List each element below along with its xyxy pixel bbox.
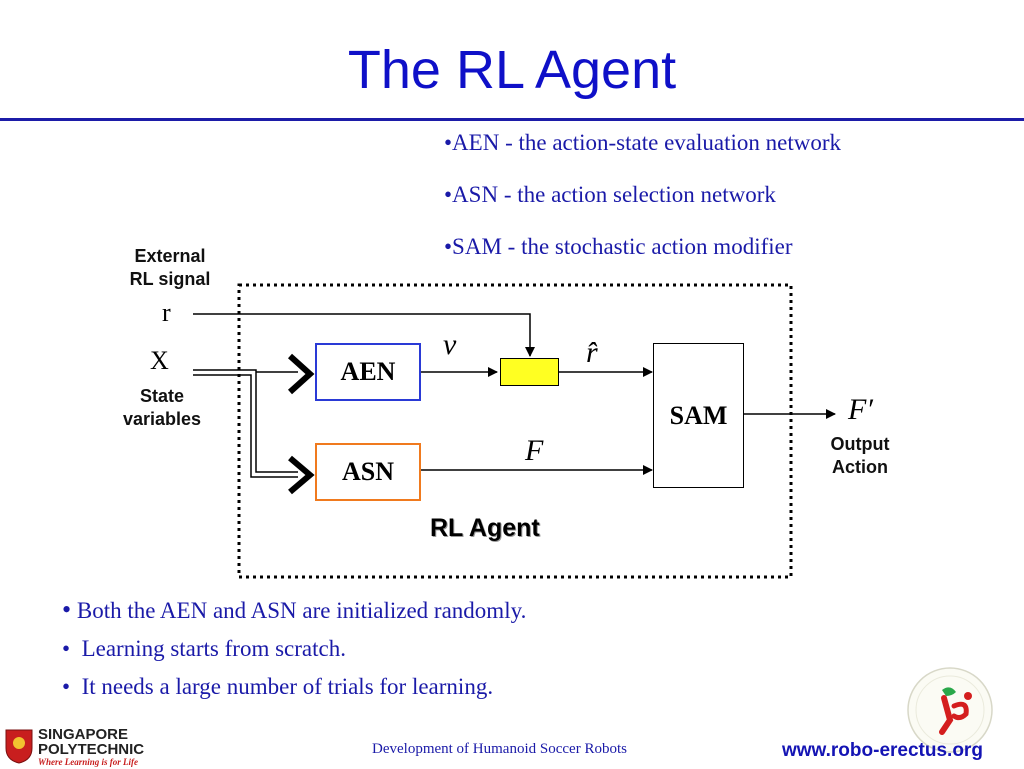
asn-input-chevron bbox=[288, 455, 315, 495]
bullet-1-text: Both the AEN and ASN are initialized ran… bbox=[76, 598, 527, 623]
polytechnic-crest-icon bbox=[4, 728, 34, 764]
definition-sam: •SAM - the stochastic action modifier bbox=[444, 234, 793, 259]
r-label: r bbox=[162, 298, 171, 327]
robo-erectus-emblem-icon bbox=[906, 666, 994, 754]
definition-aen: •AEN - the action-state evaluation netwo… bbox=[444, 130, 841, 155]
f-prime-label: F′ bbox=[848, 393, 873, 426]
definition-asn: •ASN - the action selection network bbox=[444, 182, 776, 207]
aen-input-chevron bbox=[287, 353, 315, 395]
x-label: X bbox=[150, 346, 169, 375]
output-action-label: Output Action bbox=[830, 434, 890, 477]
aen-block: AEN bbox=[315, 343, 421, 401]
bullet-2: • Learning starts from scratch. bbox=[62, 636, 346, 661]
sam-block: SAM bbox=[653, 343, 744, 488]
website-link[interactable]: www.robo-erectus.org bbox=[782, 740, 983, 761]
bullet-1: • Both the AEN and ASN are initialized r… bbox=[62, 595, 527, 624]
v-label: v bbox=[443, 328, 457, 361]
bullet-3-text: It needs a large number of trials for le… bbox=[81, 674, 494, 699]
rhat-label: r̂ bbox=[586, 336, 598, 369]
bullet-3: • It needs a large number of trials for … bbox=[62, 674, 494, 699]
footer-center-text: Development of Humanoid Soccer Robots bbox=[372, 741, 627, 757]
r-signal-line bbox=[193, 313, 535, 357]
reinforcement-combiner bbox=[500, 358, 559, 386]
rl-agent-label: RL Agent bbox=[430, 514, 540, 542]
state-variables-label: State variables bbox=[122, 386, 202, 429]
rl-agent-boundary bbox=[237, 283, 793, 579]
slide-title: The RL Agent bbox=[347, 40, 677, 100]
title-divider bbox=[0, 118, 1024, 121]
asn-block: ASN bbox=[315, 443, 421, 501]
x-bus-outer bbox=[193, 369, 298, 473]
logo-line2: POLYTECHNIC bbox=[38, 741, 145, 758]
logo-line1: SINGAPORE bbox=[38, 726, 129, 743]
x-bus-inner bbox=[193, 374, 298, 478]
f-label: F bbox=[525, 434, 544, 467]
external-rl-signal-label: External RL signal bbox=[129, 246, 211, 289]
bullet-2-text: Learning starts from scratch. bbox=[81, 636, 346, 661]
logo-tagline: Where Learning is for Life bbox=[38, 757, 138, 767]
